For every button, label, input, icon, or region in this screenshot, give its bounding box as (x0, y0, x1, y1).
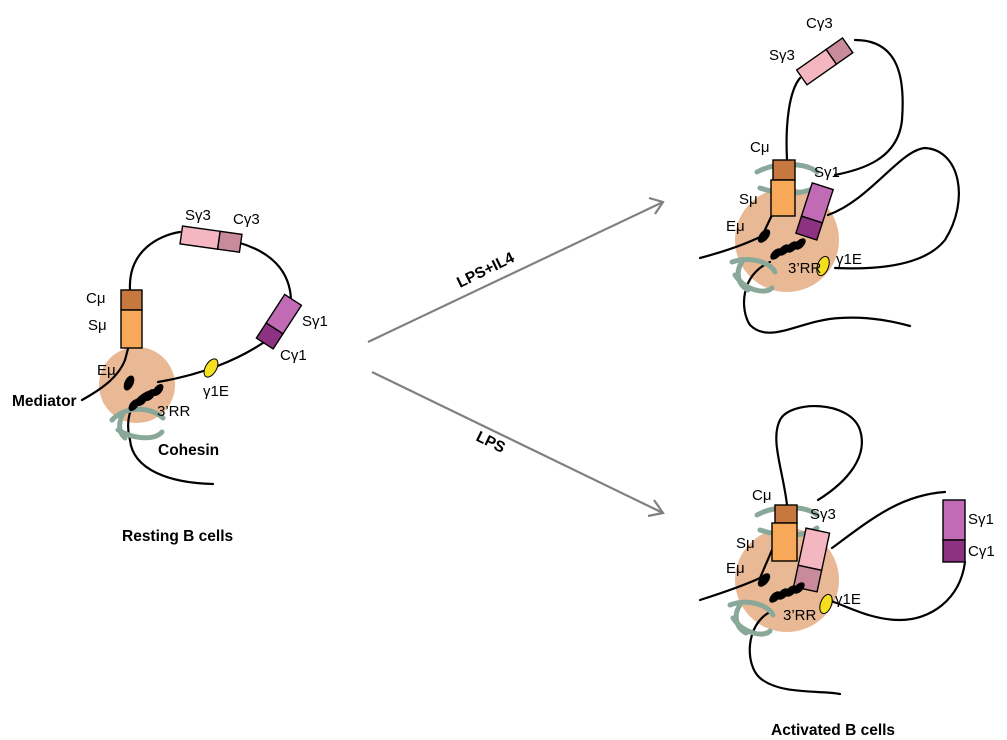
lower-dna-loop-right (826, 490, 967, 622)
resting-label-c-gamma1: Cγ1 (280, 347, 307, 364)
resting-label-3rr: 3’RR (157, 403, 191, 420)
upper-c-gamma3-box (825, 36, 854, 66)
upper-gamma1e-element (816, 255, 830, 277)
upper-3rr-element (778, 244, 790, 256)
upper-cohesin-ring-3 (729, 257, 778, 275)
arrow-lower-shaft (371, 371, 664, 514)
upper-label-s-mu: Sμ (739, 191, 758, 208)
upper-label-s-gamma3: Sγ3 (769, 47, 795, 64)
resting-cohesin-ring-3 (117, 409, 128, 441)
lower-label-c-mu: Cμ (752, 487, 771, 504)
upper-dna-loop-sg3 (785, 38, 904, 177)
resting-dna-loop (80, 230, 293, 486)
upper-3rr-element (794, 238, 806, 250)
lower-label-s-mu: Sμ (736, 535, 755, 552)
lower-c-mu-box (774, 504, 798, 524)
upper-s-mu-box (770, 179, 796, 217)
upper-c-gamma1-box (795, 215, 824, 241)
lower-label-s-gamma1: Sγ1 (968, 511, 994, 528)
resting-label-s-gamma1: Sγ1 (302, 313, 328, 330)
resting-c-mu-box (120, 289, 143, 311)
lower-label-s-gamma3: Sγ3 (810, 506, 836, 523)
activated-lps-il4-diagram: Cγ3 Sγ3 Cμ Sγ1 Sμ Eμ 3’RR γ1E (698, 15, 960, 334)
upper-e-mu-element (757, 229, 771, 243)
upper-dna-bottom (742, 260, 912, 334)
arrow-upper-head (648, 196, 665, 215)
upper-c-mu-box (772, 159, 796, 181)
lower-e-mu-element (757, 573, 771, 587)
lower-s-mu-box (771, 522, 798, 562)
upper-label-c-gamma3: Cγ3 (806, 15, 833, 32)
resting-3rr-elements (128, 384, 164, 411)
lower-label-e-mu: Eμ (726, 560, 745, 577)
lower-cohesin-ring-3 (727, 599, 776, 618)
resting-gamma1e-element (203, 358, 219, 378)
resting-e-mu-element (123, 375, 135, 391)
lower-cohesin-ring-5 (733, 602, 749, 636)
upper-label-3rr: 3’RR (788, 260, 822, 277)
resting-c-gamma3-box (216, 230, 243, 254)
lower-dna-bottom (748, 610, 842, 696)
arrow-label-lps: LPS (473, 428, 508, 456)
arrow-lower-head (647, 499, 665, 518)
lower-3rr-elements (769, 582, 805, 603)
caption-resting-b-cells: Resting B cells (122, 528, 233, 545)
lower-label-3rr: 3’RR (783, 607, 817, 624)
lower-3rr-element (769, 591, 781, 603)
lower-c-gamma1-box (942, 539, 966, 563)
resting-s-gamma3-box (179, 225, 221, 250)
caption-activated-b-cells: Activated B cells (771, 722, 895, 739)
resting-nucleus (99, 347, 175, 423)
lower-3rr-element (777, 588, 789, 600)
upper-3rr-element (786, 241, 798, 253)
resting-cohesin-ring-1 (109, 406, 166, 423)
lower-dna-loop-top (775, 404, 863, 507)
resting-c-gamma1-box (255, 321, 284, 350)
upper-label-e-mu: Eμ (726, 218, 745, 235)
resting-label-c-gamma3: Cγ3 (233, 211, 260, 228)
lower-3rr-element (793, 582, 805, 594)
upper-label-gamma1e: γ1E (836, 251, 862, 268)
upper-dna-loop-right (826, 146, 960, 270)
lower-s-gamma1-box (942, 499, 966, 541)
resting-s-mu-box (120, 309, 143, 349)
resting-3rr-element (152, 384, 164, 396)
upper-cohesin-ring-5 (735, 259, 751, 293)
lower-label-gamma1e: γ1E (835, 591, 861, 608)
label-mediator: Mediator (12, 393, 77, 410)
resting-label-s-mu: Sμ (88, 317, 107, 334)
upper-label-s-gamma1: Sγ1 (814, 164, 840, 181)
activated-lps-diagram: Cμ Sγ3 Sμ Eμ 3’RR γ1E Sγ1 Cγ1 Activated … (698, 404, 995, 739)
upper-label-c-mu: Cμ (750, 139, 769, 156)
lower-3rr-element (785, 585, 797, 597)
arrows: LPS+IL4 LPS (367, 196, 665, 518)
resting-label-e-mu: Eμ (97, 362, 116, 379)
resting-b-cell-diagram: Cμ Sμ Eμ Sγ3 Cγ3 Sγ1 Cγ1 γ1E 3’RR Mediat… (12, 207, 328, 545)
resting-label-gamma1e: γ1E (203, 383, 229, 400)
upper-3rr-elements (770, 238, 806, 260)
lower-gamma1e-element (819, 593, 833, 615)
arrow-upper-shaft (367, 201, 664, 343)
resting-label-c-mu: Cμ (86, 290, 105, 307)
lower-label-c-gamma1: Cγ1 (968, 543, 995, 560)
resting-label-s-gamma3: Sγ3 (185, 207, 211, 224)
label-cohesin: Cohesin (158, 442, 219, 459)
